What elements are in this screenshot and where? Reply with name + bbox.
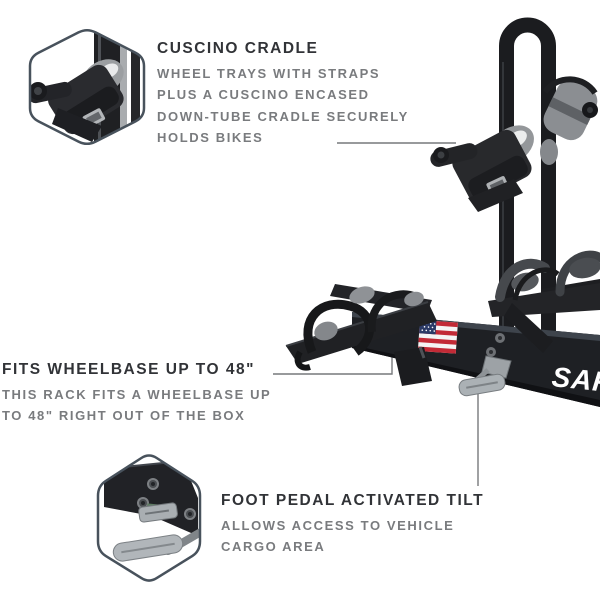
callout-title-wheelbase: FITS WHEELBASE UP TO 48" — [2, 361, 255, 378]
foot-pedal-closeup-photo — [103, 460, 200, 562]
foot-pedal — [458, 355, 512, 397]
hexagon-border — [28, 28, 146, 146]
callout-title-cuscino: CUSCINO CRADLE — [157, 40, 319, 57]
tilt-strut — [504, 303, 553, 353]
callout-title-pedal: FOOT PEDAL ACTIVATED TILT — [221, 492, 485, 509]
downtube-roll-cradle — [540, 76, 598, 165]
callout-body-cuscino: WHEEL TRAYS WITH STRAPS PLUS A CUSCINO E… — [157, 66, 409, 146]
us-flag-decal-icon — [417, 320, 458, 354]
cradle-closeup-photo — [30, 30, 140, 144]
callout-fits-wheelbase: FITS WHEELBASE UP TO 48" THIS RACK FITS … — [2, 361, 271, 427]
callout-cuscino-cradle: CUSCINO CRADLE WHEEL TRAYS WITH STRAPS P… — [157, 40, 409, 149]
callout-body-pedal: ALLOWS ACCESS TO VEHICLE CARGO AREA — [221, 518, 455, 555]
cuscino-cradle-assembly — [430, 125, 534, 212]
bike-rack: SAR — [285, 17, 600, 407]
brand-text: SAR — [550, 361, 600, 398]
hexagon-border — [96, 454, 202, 582]
callout-body-wheelbase: THIS RACK FITS A WHEELBASE UP TO 48" RIG… — [2, 387, 272, 424]
hex-callout-cradle — [28, 28, 146, 146]
callout-foot-pedal-tilt: FOOT PEDAL ACTIVATED TILT ALLOWS ACCESS … — [221, 492, 484, 558]
wheel-tray-left — [285, 284, 437, 371]
wheel-tray-right — [488, 250, 600, 317]
hex-callout-pedal — [96, 454, 202, 582]
mast-upright — [499, 17, 556, 352]
